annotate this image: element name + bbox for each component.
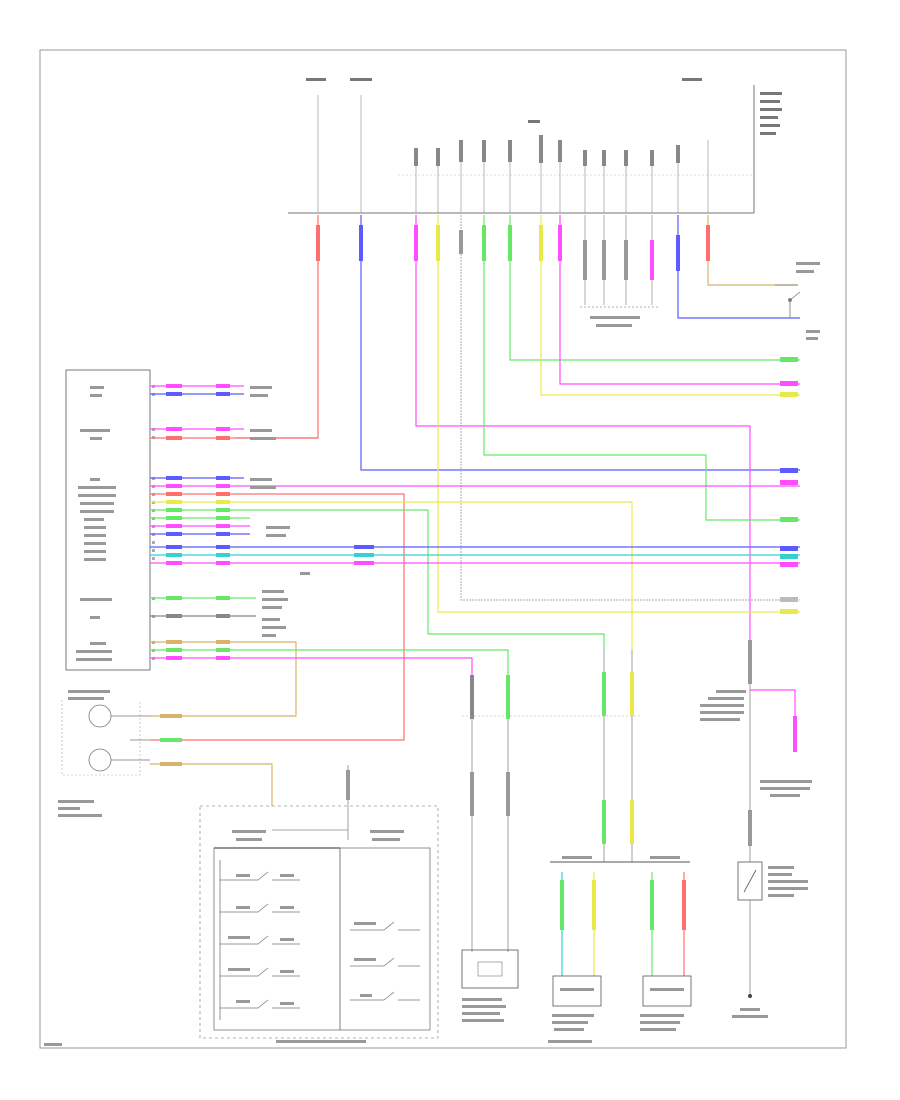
wire-red-main bbox=[236, 215, 319, 439]
wire-tan-708 bbox=[707, 215, 798, 286]
sensor-left bbox=[58, 690, 182, 817]
vertical-wires bbox=[236, 215, 800, 640]
wire-yellow-438 bbox=[437, 215, 800, 613]
wire-magenta-560 bbox=[559, 215, 800, 385]
wire-green-510 bbox=[509, 215, 800, 361]
right-terminals bbox=[780, 357, 798, 614]
lower-middle-components bbox=[461, 650, 692, 1043]
wire-green-484 bbox=[483, 215, 800, 521]
connector-group-c bbox=[580, 215, 658, 308]
wire-yellow-541 bbox=[540, 215, 800, 396]
vertical-connector-marks bbox=[316, 225, 710, 280]
wire-blue-main bbox=[360, 215, 800, 471]
top-right-switch bbox=[775, 284, 801, 318]
left-connector-block bbox=[65, 369, 155, 671]
wire-blue-678 bbox=[677, 215, 800, 319]
top-module bbox=[288, 78, 782, 214]
footer-code-mark bbox=[44, 1043, 62, 1046]
diagram-border bbox=[39, 49, 847, 1049]
wire-gray-461 bbox=[460, 215, 800, 601]
lower-right-components bbox=[700, 640, 812, 1018]
horizontal-connector-marks bbox=[166, 384, 374, 660]
wire-magenta-416 bbox=[415, 215, 751, 640]
steering-switch-box bbox=[199, 765, 439, 1043]
horizontal-wires bbox=[150, 385, 800, 806]
